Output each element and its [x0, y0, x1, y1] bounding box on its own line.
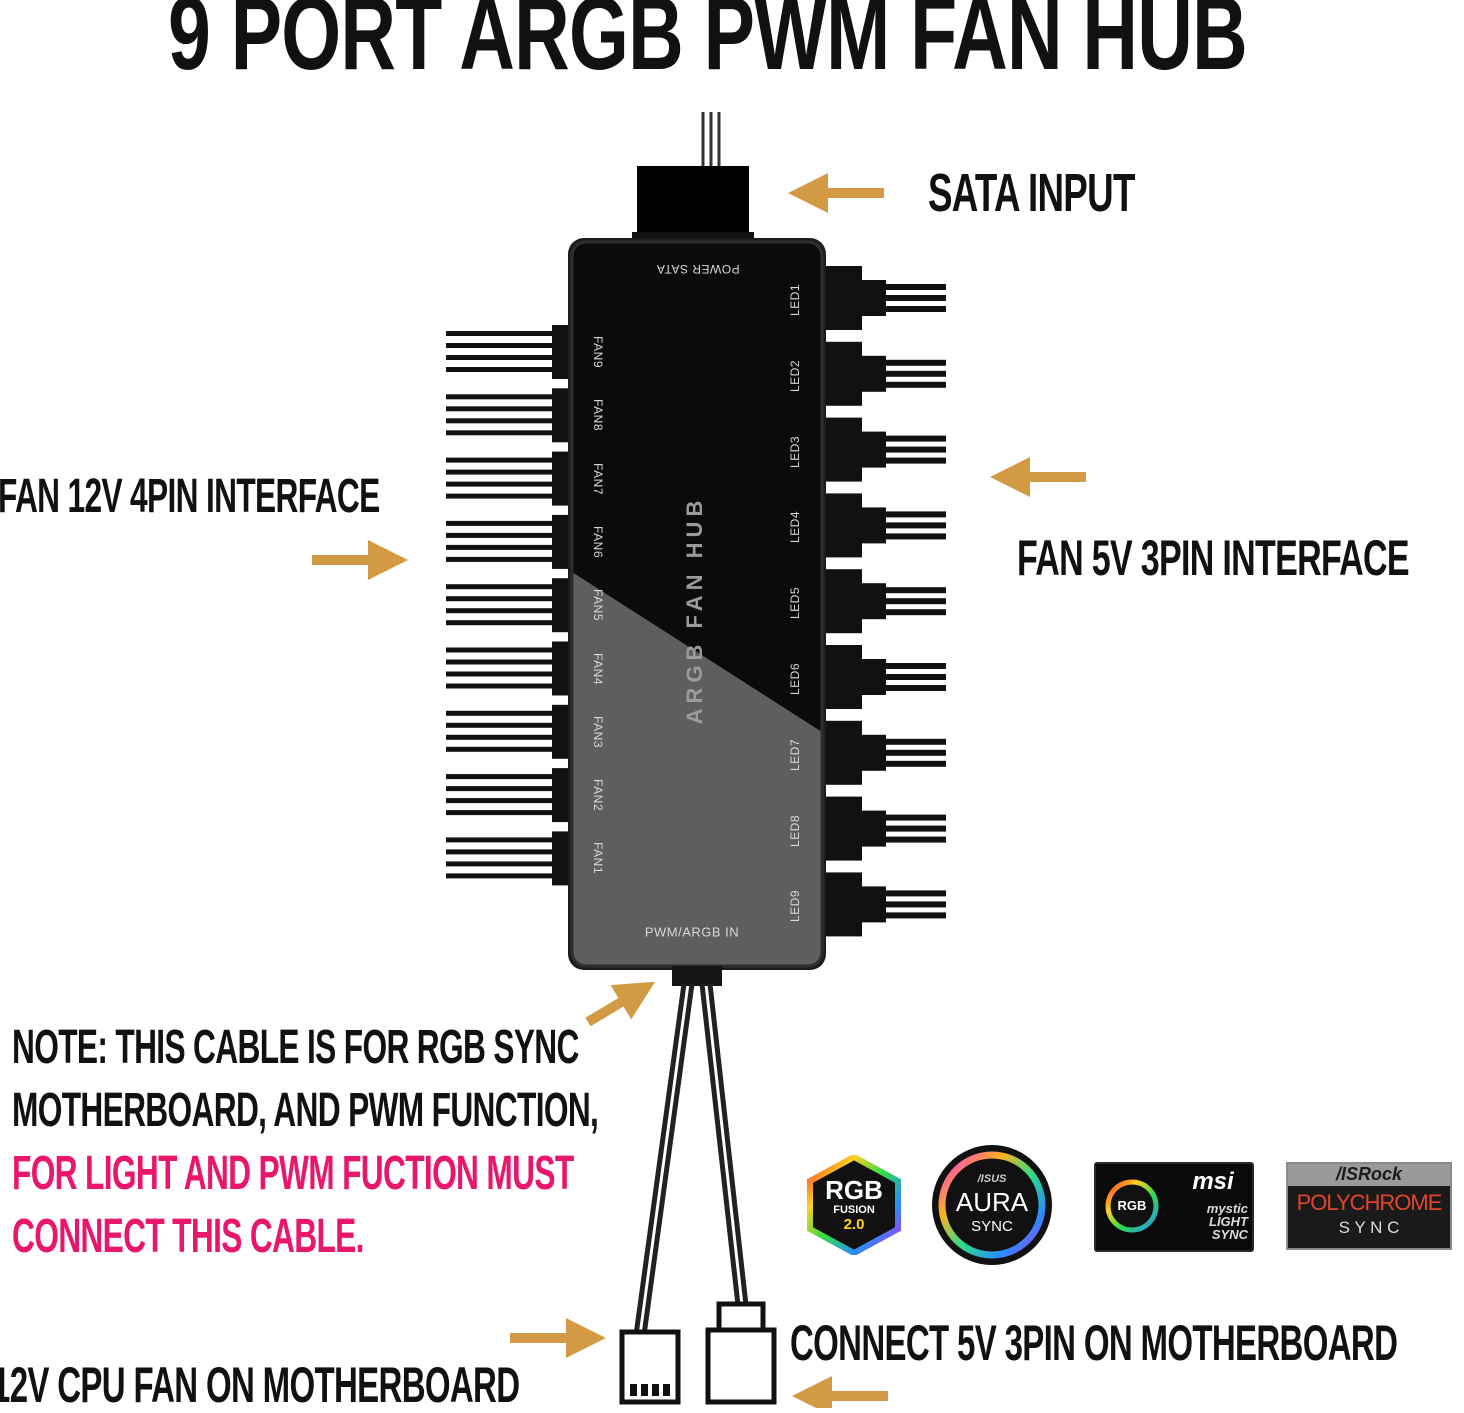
led-connector-led5	[824, 569, 946, 634]
asrock-line1: POLYCHROME	[1296, 1190, 1443, 1215]
arrow-note	[585, 981, 656, 1027]
fan-connector-fan6	[446, 514, 574, 569]
fan-5v-label: FAN 5V 3PIN INTERFACE	[1017, 530, 1410, 586]
led-connector-led3	[824, 417, 946, 482]
led-connector-led4	[824, 493, 946, 558]
hub-body	[568, 238, 826, 970]
fan-connector-fan1	[446, 831, 574, 886]
fan-4pin-connectors	[446, 325, 574, 886]
fan-port-label: FAN8	[591, 399, 605, 432]
fan-port-label: FAN4	[591, 652, 605, 685]
msi-brand: msi	[1192, 1168, 1234, 1195]
sata-input-label: SATA INPUT	[928, 163, 1135, 223]
fan-port-label: FAN3	[591, 715, 605, 748]
msi-line2: LIGHT	[1209, 1214, 1248, 1229]
gigabyte-line3: 2.0	[843, 1216, 865, 1233]
fan-port-label: FAN5	[591, 589, 605, 622]
hub-name: ARGB FAN HUB	[682, 495, 707, 725]
led-port-label: LED2	[788, 359, 802, 392]
fan-connector-fan4	[446, 641, 574, 696]
asrock-polychrome-sync-logo: /ISRock POLYCHROME S Y N C	[1286, 1162, 1452, 1250]
led-port-label: LED7	[788, 738, 802, 771]
led-connector-led8	[824, 796, 946, 861]
led-connector-led7	[824, 720, 946, 785]
fan-port-label: FAN1	[591, 842, 605, 875]
sync-cables	[619, 966, 777, 1405]
page-title: 9 PORT ARGB PWM FAN HUB	[168, 0, 1248, 92]
led-connector-led2	[824, 341, 946, 406]
gigabyte-rgb-fusion-logo: RGB FUSION 2.0	[806, 1155, 902, 1255]
power-sata-label: POWER SATA	[656, 262, 740, 276]
note-line-4: CONNECT THIS CABLE.	[12, 1210, 364, 1263]
fan-connector-fan8	[446, 388, 574, 443]
led-port-label: LED1	[788, 283, 802, 317]
led-port-label: LED4	[788, 511, 802, 544]
led-connector-led1	[824, 266, 946, 330]
note-line-3: FOR LIGHT AND PWM FUCTION MUST	[12, 1147, 574, 1200]
fan-connector-fan5	[446, 578, 574, 633]
fan-connector-fan2	[446, 768, 574, 823]
msi-mystic-light-logo: RGB msi mystic LIGHT SYNC	[1094, 1162, 1254, 1252]
callout-arrows	[312, 173, 1086, 1408]
fan-connector-fan3	[446, 704, 574, 759]
led-3pin-connectors	[824, 266, 946, 937]
connect-12v-label: 12V CPU FAN ON MOTHERBOARD	[0, 1357, 520, 1413]
fan-port-label: FAN9	[591, 335, 605, 369]
fan-port-label: FAN2	[591, 779, 605, 812]
asus-line1: AURA	[955, 1187, 1029, 1217]
led-connector-led9	[824, 872, 946, 937]
led-port-label: LED8	[788, 814, 802, 847]
fan-port-label: FAN7	[591, 462, 605, 495]
sata-connector	[632, 112, 754, 242]
msi-badge: RGB	[1117, 1198, 1147, 1213]
note-line-1: NOTE: THIS CABLE IS FOR RGB SYNC	[12, 1021, 579, 1074]
fan-port-label: FAN6	[591, 525, 605, 558]
pwm-argb-in-label: PWM/ARGB IN	[644, 924, 740, 940]
fan-12v-label: FAN 12V 4PIN INTERFACE	[0, 470, 380, 523]
gigabyte-line2: FUSION	[833, 1204, 875, 1216]
led-port-label: LED6	[788, 662, 802, 696]
led-connector-led6	[824, 645, 946, 709]
asrock-line2: S Y N C	[1338, 1218, 1400, 1237]
gigabyte-line1: RGB	[825, 1175, 883, 1205]
asrock-brand: /ISRock	[1335, 1164, 1403, 1184]
led-port-label: LED9	[788, 890, 802, 923]
asus-line2: SYNC	[971, 1218, 1013, 1235]
asus-brand: /ISUS	[977, 1173, 1007, 1185]
connect-5v-label: CONNECT 5V 3PIN ON MOTHERBOARD	[790, 1315, 1398, 1371]
led-port-label: LED5	[788, 587, 802, 620]
fan-connector-fan7	[446, 451, 574, 506]
asus-aura-sync-logo: /ISUS AURA SYNC	[930, 1143, 1054, 1267]
fan-connector-fan9	[446, 325, 574, 379]
note-line-2: MOTHERBOARD, AND PWM FUNCTION,	[12, 1084, 599, 1137]
led-port-label: LED3	[788, 435, 802, 468]
msi-line1: mystic	[1206, 1201, 1248, 1216]
msi-line3: SYNC	[1211, 1227, 1248, 1242]
